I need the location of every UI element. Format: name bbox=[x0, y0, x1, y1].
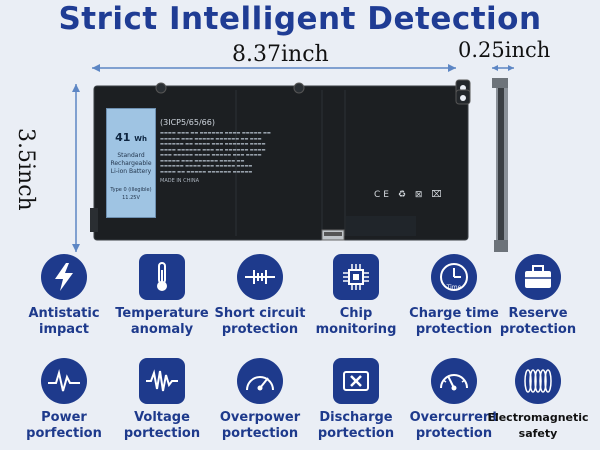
pulse-icon bbox=[41, 358, 87, 404]
width-dimension: 8.37inch bbox=[232, 42, 329, 67]
gauge-icon bbox=[237, 358, 283, 404]
caution-text-block: ▬▬▬▬ ▬▬▬ ▬▬ ▬▬▬▬▬▬ ▬▬▬▬ ▬▬▬▬▬ ▬▬ ▬▬▬▬▬ ▬… bbox=[160, 130, 271, 174]
capacity-value: 41 bbox=[115, 131, 131, 144]
battery-front bbox=[90, 79, 471, 241]
chip-icon bbox=[333, 254, 379, 300]
made-in: MADE IN CHINA bbox=[160, 178, 200, 184]
dimension-drawing bbox=[72, 64, 514, 252]
certification-marks: CE ♻ ⊠ ⌧ bbox=[374, 190, 445, 200]
thickness-dimension: 0.25inch bbox=[458, 38, 551, 62]
lightning-icon bbox=[41, 254, 87, 300]
coil-icon bbox=[515, 358, 561, 404]
label-voltage: 11.25V bbox=[122, 195, 140, 201]
waveform-icon bbox=[139, 358, 185, 404]
label-type: Type 0 (illegible) bbox=[110, 187, 152, 193]
label-line2: Rechargeable bbox=[110, 160, 152, 167]
cell-code: (3ICP5/65/66) bbox=[160, 118, 215, 127]
battery-label: 41 Wh Standard Rechargeable Li-ion Batte… bbox=[106, 108, 156, 218]
battery-side bbox=[492, 78, 508, 252]
battery-spec: (3ICP5/65/66) ▬▬▬▬ ▬▬▬ ▬▬ ▬▬▬▬▬▬ ▬▬▬▬ ▬▬… bbox=[160, 118, 320, 184]
recycle-icon: ♻ bbox=[397, 190, 409, 200]
capacity-unit: Wh bbox=[134, 135, 147, 143]
waste-bin-icon: ⌧ bbox=[431, 190, 445, 200]
meter-icon bbox=[431, 358, 477, 404]
label-line3: Li-ion Battery bbox=[110, 168, 152, 175]
page-title: Strict Intelligent Detection bbox=[58, 1, 542, 37]
ce-mark-icon: CE bbox=[374, 190, 392, 200]
svg-text:Time: Time bbox=[446, 284, 462, 291]
clock-icon: Time bbox=[431, 254, 477, 300]
height-dimension: 3.5inch bbox=[13, 128, 38, 211]
label-line1: Standard bbox=[117, 152, 145, 159]
compliance-icon: ⊠ bbox=[414, 190, 426, 200]
thermometer-icon bbox=[139, 254, 185, 300]
discharge-icon bbox=[333, 358, 379, 404]
briefcase-icon bbox=[515, 254, 561, 300]
circuit-icon bbox=[237, 254, 283, 300]
